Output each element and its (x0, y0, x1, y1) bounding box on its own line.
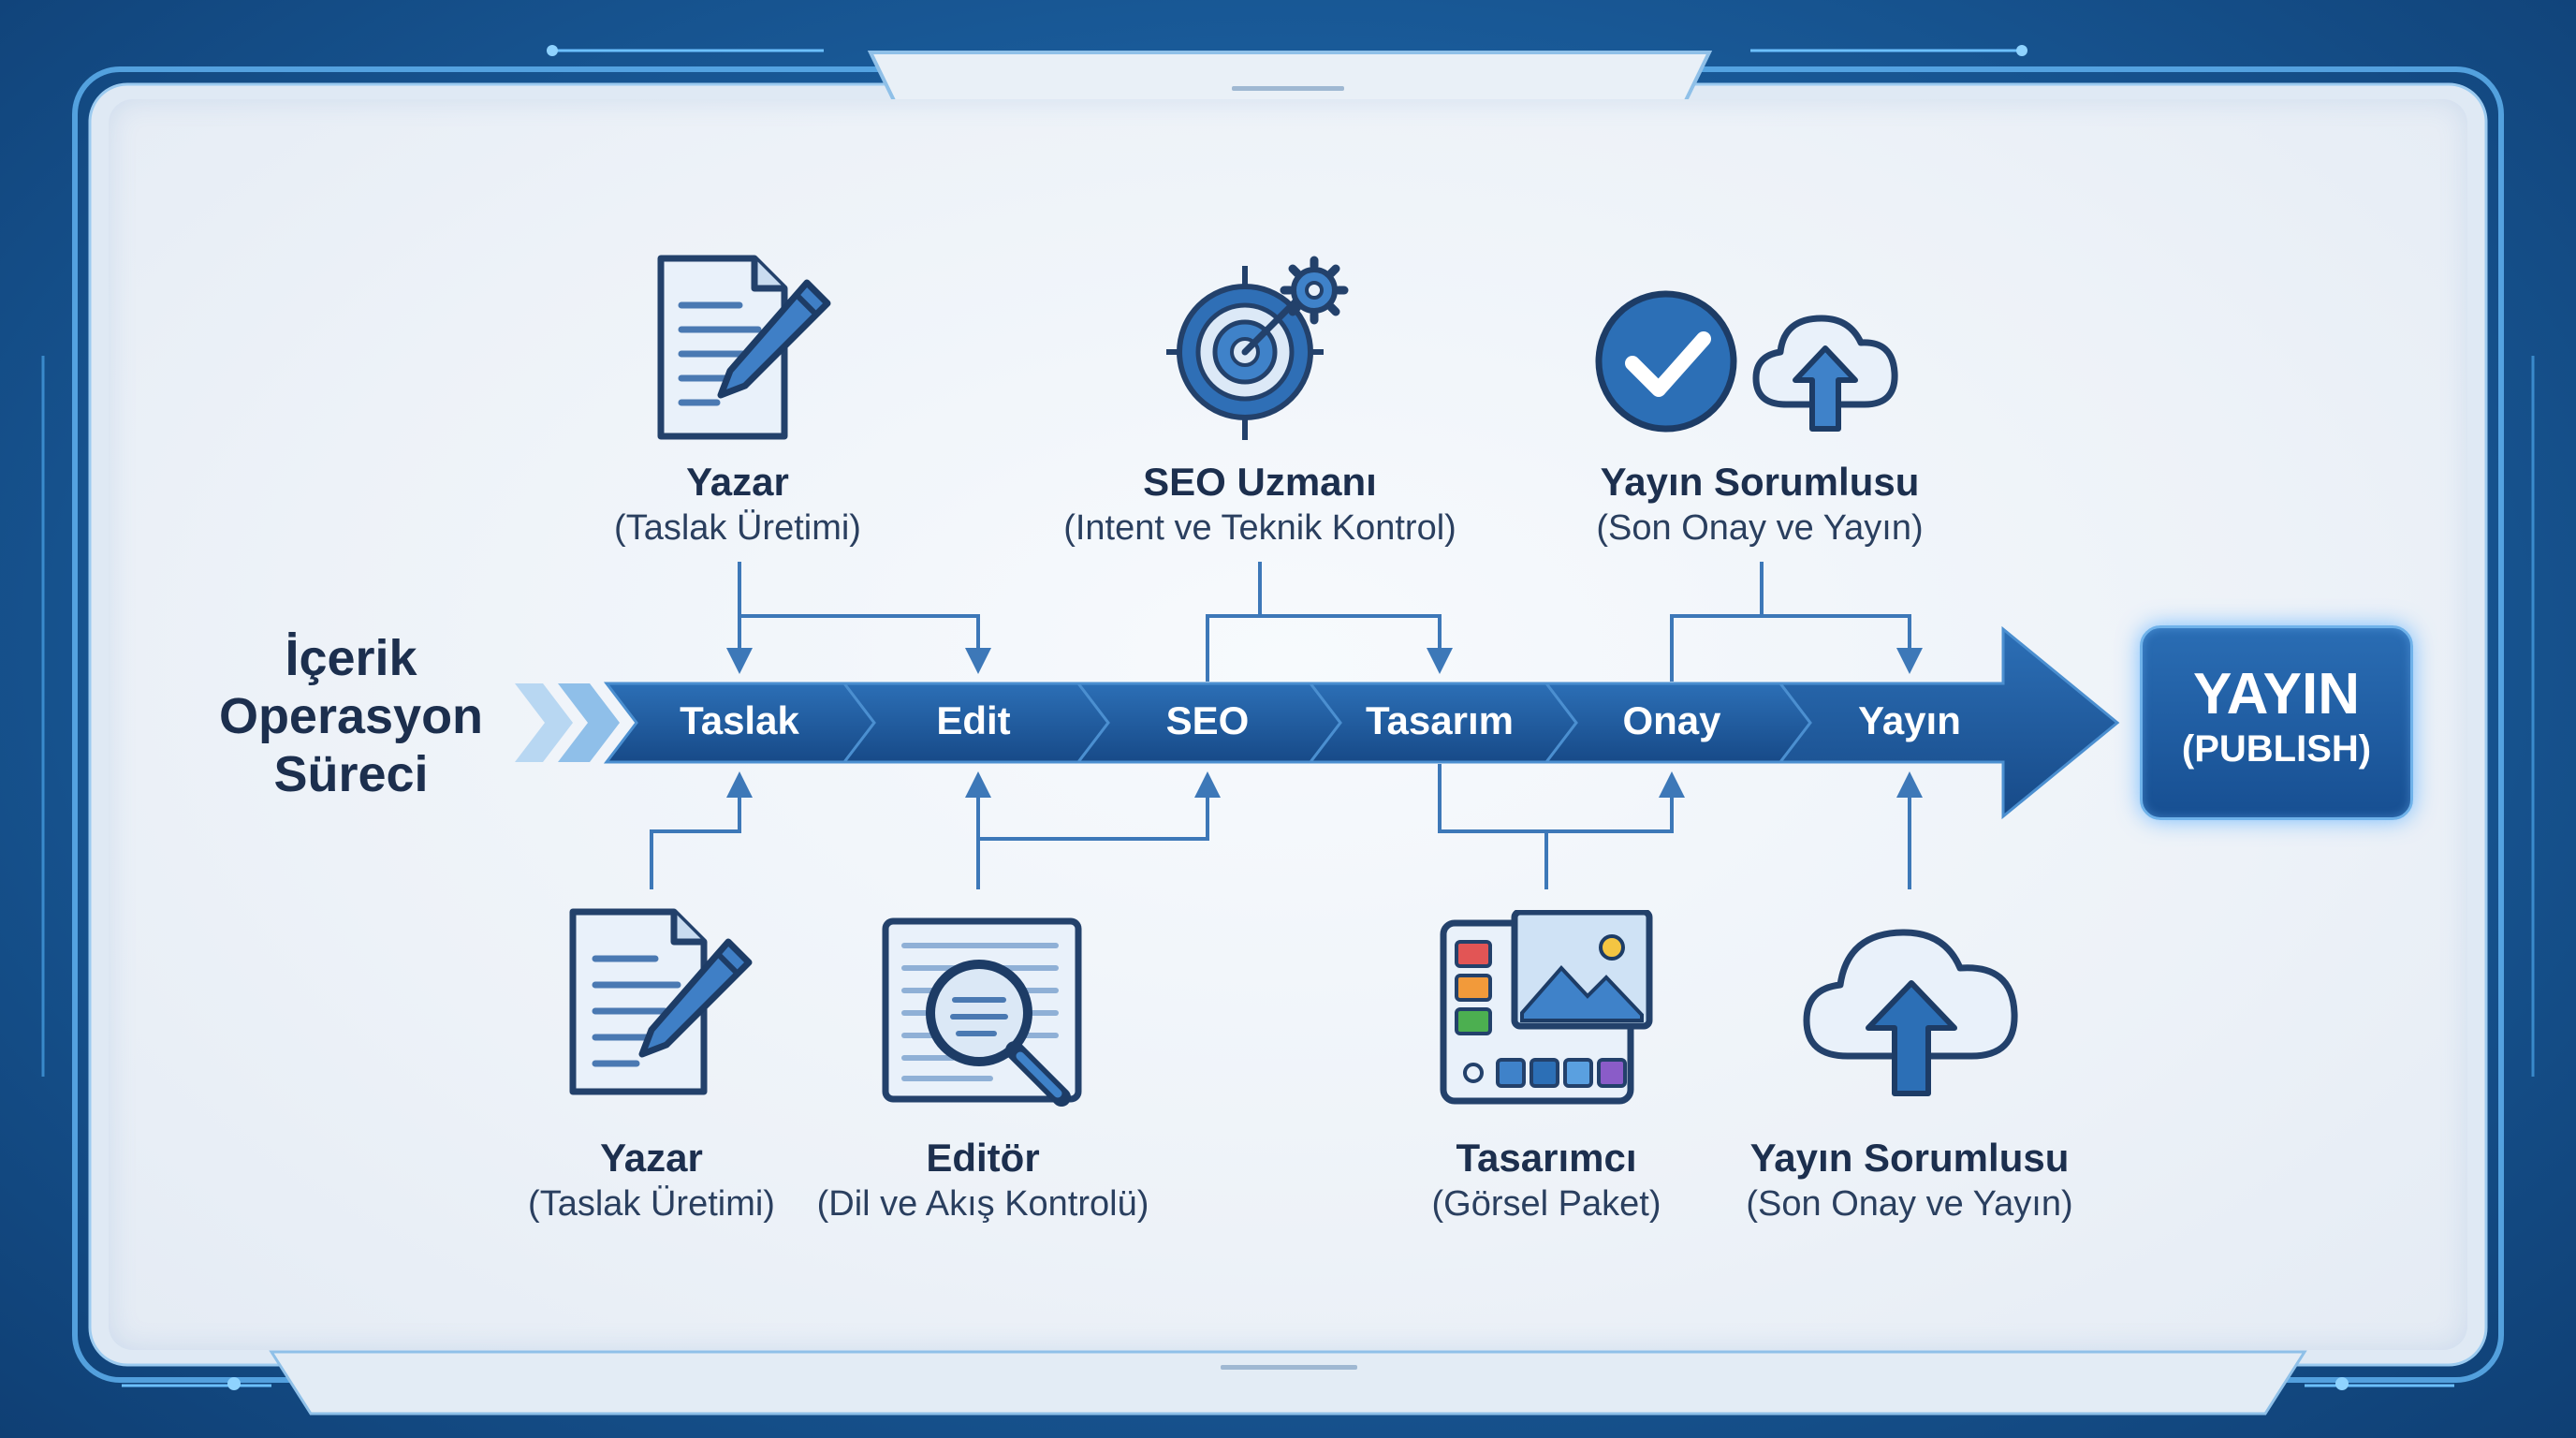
bottom-role-tasarimci: Tasarımcı (Görsel Paket) (1432, 1135, 1661, 1226)
role-name: Editör (926, 1136, 1040, 1180)
document-pen-icon (657, 255, 831, 440)
role-task: (Intent ve Teknik Kontrol) (1063, 508, 1456, 548)
role-name: SEO Uzmanı (1143, 460, 1377, 504)
document-pen-icon (569, 908, 753, 1095)
role-task: (Taslak Üretimi) (528, 1184, 775, 1224)
design-palette-icon (1440, 910, 1653, 1105)
role-task: (Son Onay ve Yayın) (1596, 508, 1924, 548)
magnifier-document-icon (882, 917, 1082, 1107)
bottom-role-yazar: Yazar (Taslak Üretimi) (528, 1135, 775, 1226)
segment-label-onay: Onay (1622, 698, 1721, 742)
role-task: (Taslak Üretimi) (614, 508, 861, 548)
role-task: (Son Onay ve Yayın) (1746, 1184, 2073, 1224)
role-name: Yayın Sorumlusu (1749, 1136, 2070, 1180)
publish-box: YAYIN (PUBLISH) (2140, 625, 2413, 820)
role-name: Yayın Sorumlusu (1600, 460, 1920, 504)
top-role-yayin-sorumlusu: Yayın Sorumlusu (Son Onay ve Yayın) (1596, 459, 1923, 550)
publish-subtitle: (PUBLISH) (2181, 728, 2372, 770)
segment-yayin-arrowhead (1777, 625, 2120, 820)
role-name: Tasarımcı (1456, 1136, 1637, 1180)
cloud-upload-icon (1803, 929, 2018, 1096)
target-gear-icon (1166, 256, 1349, 440)
bottom-role-editor: Editör (Dil ve Akış Kontrolü) (817, 1135, 1149, 1226)
bottom-role-yayin-sorumlusu: Yayın Sorumlusu (Son Onay ve Yayın) (1746, 1135, 2072, 1226)
segment-label-yayin: Yayın (1858, 698, 1961, 742)
role-name: Yazar (686, 460, 789, 504)
lead-chevron-2 (558, 683, 620, 762)
segment-label-edit: Edit (936, 698, 1011, 742)
role-task: (Dil ve Akış Kontrolü) (816, 1184, 1149, 1224)
publish-title: YAYIN (2192, 662, 2361, 726)
connectors (650, 562, 1923, 889)
top-role-seo-uzmani: SEO Uzmanı (Intent ve Teknik Kontrol) (1063, 459, 1456, 550)
segment-label-taslak: Taslak (680, 698, 799, 742)
segment-label-seo: SEO (1165, 698, 1250, 742)
role-name: Yazar (600, 1136, 703, 1180)
diagram-title: İçerik Operasyon Süreci (218, 630, 484, 802)
lead-chevron-1 (515, 683, 573, 762)
role-task: (Görsel Paket) (1431, 1184, 1661, 1224)
check-cloud-upload-icon (1595, 290, 1898, 433)
top-role-yazar: Yazar (Taslak Üretimi) (614, 459, 861, 550)
segment-label-tasarim: Tasarım (1366, 698, 1514, 742)
